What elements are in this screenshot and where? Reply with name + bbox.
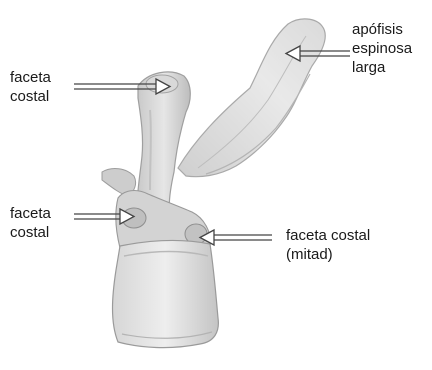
label-costal-facet-left: faceta costal xyxy=(10,204,80,242)
label-facet-half-line-1: faceta costal xyxy=(286,226,426,245)
label-facet-top-line-2: costal xyxy=(10,87,80,106)
label-costal-facet-top: faceta costal xyxy=(10,68,80,106)
label-spinous-process: apófisis espinosa larga xyxy=(352,20,430,77)
label-facet-left-line-2: costal xyxy=(10,223,80,242)
label-half-costal-facet: faceta costal (mitad) xyxy=(286,226,426,264)
label-spinous-line-3: larga xyxy=(352,58,430,77)
arrow-facet-left xyxy=(74,209,134,224)
spinous-process xyxy=(178,19,325,177)
label-facet-top-line-1: faceta xyxy=(10,68,80,87)
label-facet-half-line-2: (mitad) xyxy=(286,245,426,264)
arrow-facet-half xyxy=(200,230,272,245)
label-facet-left-line-1: faceta xyxy=(10,204,80,223)
label-spinous-line-2: espinosa xyxy=(352,39,430,58)
arrow-facet-top xyxy=(74,79,170,94)
label-spinous-line-1: apófisis xyxy=(352,20,430,39)
upper-pillar-shading xyxy=(150,110,151,190)
vertebral-body xyxy=(113,240,219,347)
